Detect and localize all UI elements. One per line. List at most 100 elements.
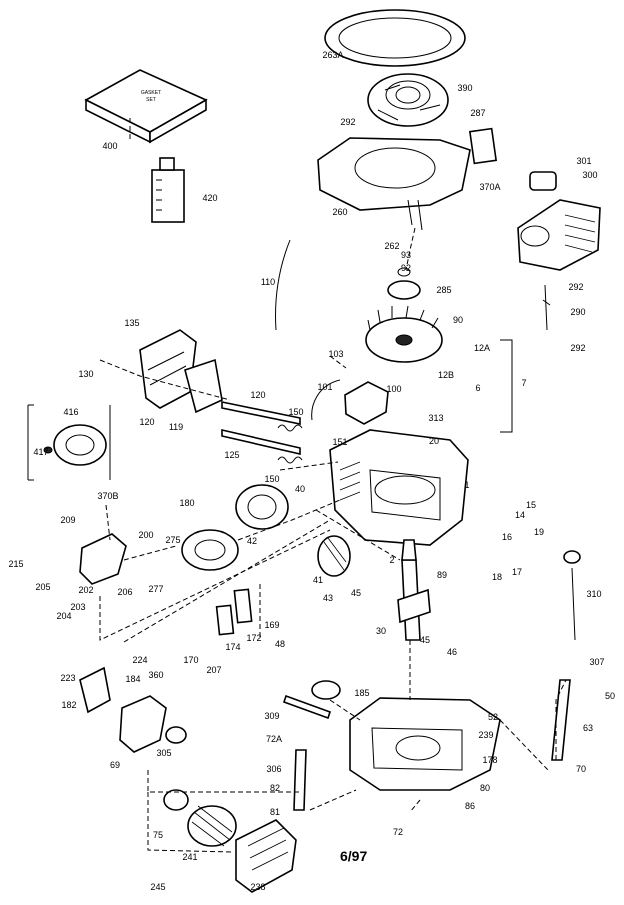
part-label: 52 — [487, 712, 499, 722]
part-label: 110 — [260, 277, 276, 287]
label-tag-part — [468, 127, 498, 165]
part-label: 18 — [491, 572, 503, 582]
leader-lines — [99, 118, 567, 853]
part-label: 301 — [576, 156, 592, 166]
part-label: 17 — [511, 567, 523, 577]
part-label: 203 — [70, 602, 86, 612]
part-label: 400 — [102, 141, 118, 151]
dipstick-part — [571, 567, 576, 641]
inset-box — [27, 405, 111, 480]
part-label: 245 — [150, 882, 166, 892]
inset-bracket-left — [28, 404, 34, 481]
starter-cup-part — [387, 267, 421, 300]
part-label: 170 — [183, 655, 199, 665]
part-label: 82 — [269, 783, 281, 793]
part-label: 150 — [264, 474, 280, 484]
part-label: 184 — [125, 674, 141, 684]
air-cleaner-cover-part — [324, 9, 466, 67]
part-label: 287 — [470, 108, 486, 118]
blower-housing-part — [317, 137, 471, 231]
part-label: 180 — [179, 498, 195, 508]
part-label: 292 — [340, 117, 356, 127]
part-label: 174 — [225, 642, 241, 652]
part-label: 292 — [568, 282, 584, 292]
part-label: 204 — [56, 611, 72, 621]
breather-cover-part — [181, 529, 239, 571]
part-label: 92 — [400, 263, 412, 273]
part-label: 290 — [570, 307, 586, 317]
part-label: 241 — [182, 852, 198, 862]
governor-part — [311, 680, 341, 700]
part-label: 45 — [419, 635, 431, 645]
part-label: 7 — [521, 378, 527, 388]
part-label: 224 — [132, 655, 148, 665]
part-label: 100 — [386, 384, 402, 394]
part-label: 72 — [392, 827, 404, 837]
part-label: 70 — [575, 764, 587, 774]
brake-lever-part — [293, 749, 307, 811]
part-label: 6 — [475, 383, 481, 393]
carburetor-lower-part — [79, 533, 127, 585]
part-label: 120 — [139, 417, 155, 427]
part-label: 205 — [35, 582, 51, 592]
part-label: 125 — [224, 450, 240, 460]
head-gasket-part — [235, 484, 289, 530]
part-label: 310 — [586, 589, 602, 599]
part-label: 63 — [582, 723, 594, 733]
part-label: 75 — [152, 830, 164, 840]
gasket-set-box-part — [84, 69, 208, 144]
part-label: 178 — [482, 755, 498, 765]
part-label: 275 — [165, 535, 181, 545]
air-filter-part — [187, 805, 297, 893]
part-label: 72A — [265, 734, 283, 744]
part-label: 151 — [332, 437, 348, 447]
part-label: 130 — [78, 369, 94, 379]
gasket-box-text-line2: SET — [146, 97, 156, 103]
clamp-part — [165, 726, 187, 744]
fuel-line-part — [542, 284, 551, 331]
part-label: 277 — [148, 584, 164, 594]
part-label: 16 — [501, 532, 513, 542]
part-label: 206 — [117, 587, 133, 597]
part-label: 89 — [436, 570, 448, 580]
fuel-tank-part — [517, 171, 601, 271]
part-label: 12B — [437, 370, 455, 380]
carburetor-upper-part — [139, 329, 223, 414]
part-label: 223 — [60, 673, 76, 683]
part-label: 86 — [464, 801, 476, 811]
part-label: 390 — [457, 83, 473, 93]
part-label: 14 — [514, 510, 526, 520]
intake-gasket-part — [233, 588, 253, 624]
part-label: 43 — [322, 593, 334, 603]
part-label: 119 — [168, 422, 184, 432]
crankcase-sump-part — [349, 697, 501, 791]
part-label: 69 — [109, 760, 121, 770]
flywheel-part — [365, 305, 443, 363]
part-label: 262 — [384, 241, 400, 251]
ignition-coil-part — [311, 379, 389, 425]
part-label: 420 — [202, 193, 218, 203]
part-label: 48 — [274, 639, 286, 649]
crankshaft-part — [397, 539, 431, 641]
date-code: 6/97 — [340, 848, 368, 864]
part-label: 182 — [61, 700, 77, 710]
part-label: 260 — [332, 207, 348, 217]
part-label: 285 — [436, 285, 452, 295]
part-label: 370B — [97, 491, 119, 501]
part-label: 90 — [452, 315, 464, 325]
part-label: 305 — [156, 748, 172, 758]
cylinder-block-part — [329, 429, 469, 546]
valve-springs-part — [277, 424, 303, 464]
part-label: 313 — [428, 413, 444, 423]
group-bracket — [500, 339, 513, 433]
intake-gasket-2-part — [215, 604, 235, 636]
part-label: 150 — [288, 407, 304, 417]
part-label: 1 — [464, 480, 470, 490]
part-label: 202 — [78, 585, 94, 595]
part-label: 263A — [322, 50, 344, 60]
part-label: 19 — [533, 527, 545, 537]
part-label: 30 — [375, 626, 387, 636]
part-label: 306 — [266, 764, 282, 774]
part-label: 45 — [350, 588, 362, 598]
